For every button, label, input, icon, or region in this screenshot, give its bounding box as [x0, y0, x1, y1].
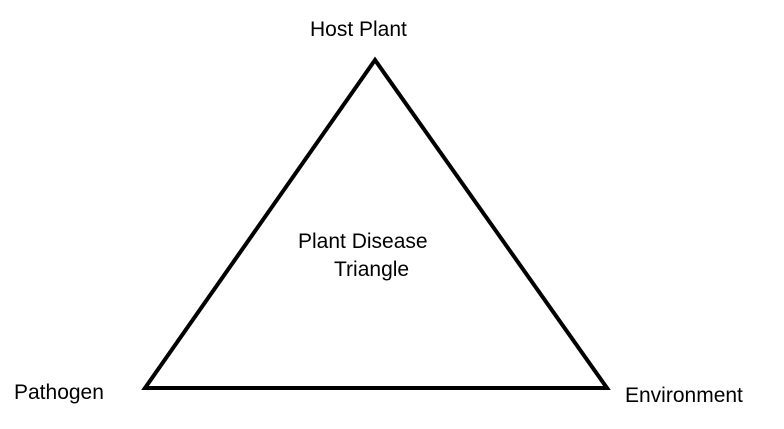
- pathogen-label: Pathogen: [14, 381, 104, 404]
- center-title-line1: Plant Disease: [298, 230, 428, 253]
- host-plant-label: Host Plant: [310, 18, 407, 41]
- environment-label: Environment: [625, 384, 743, 407]
- center-title-line2: Triangle: [334, 258, 410, 281]
- triangle-shape: [141, 56, 611, 390]
